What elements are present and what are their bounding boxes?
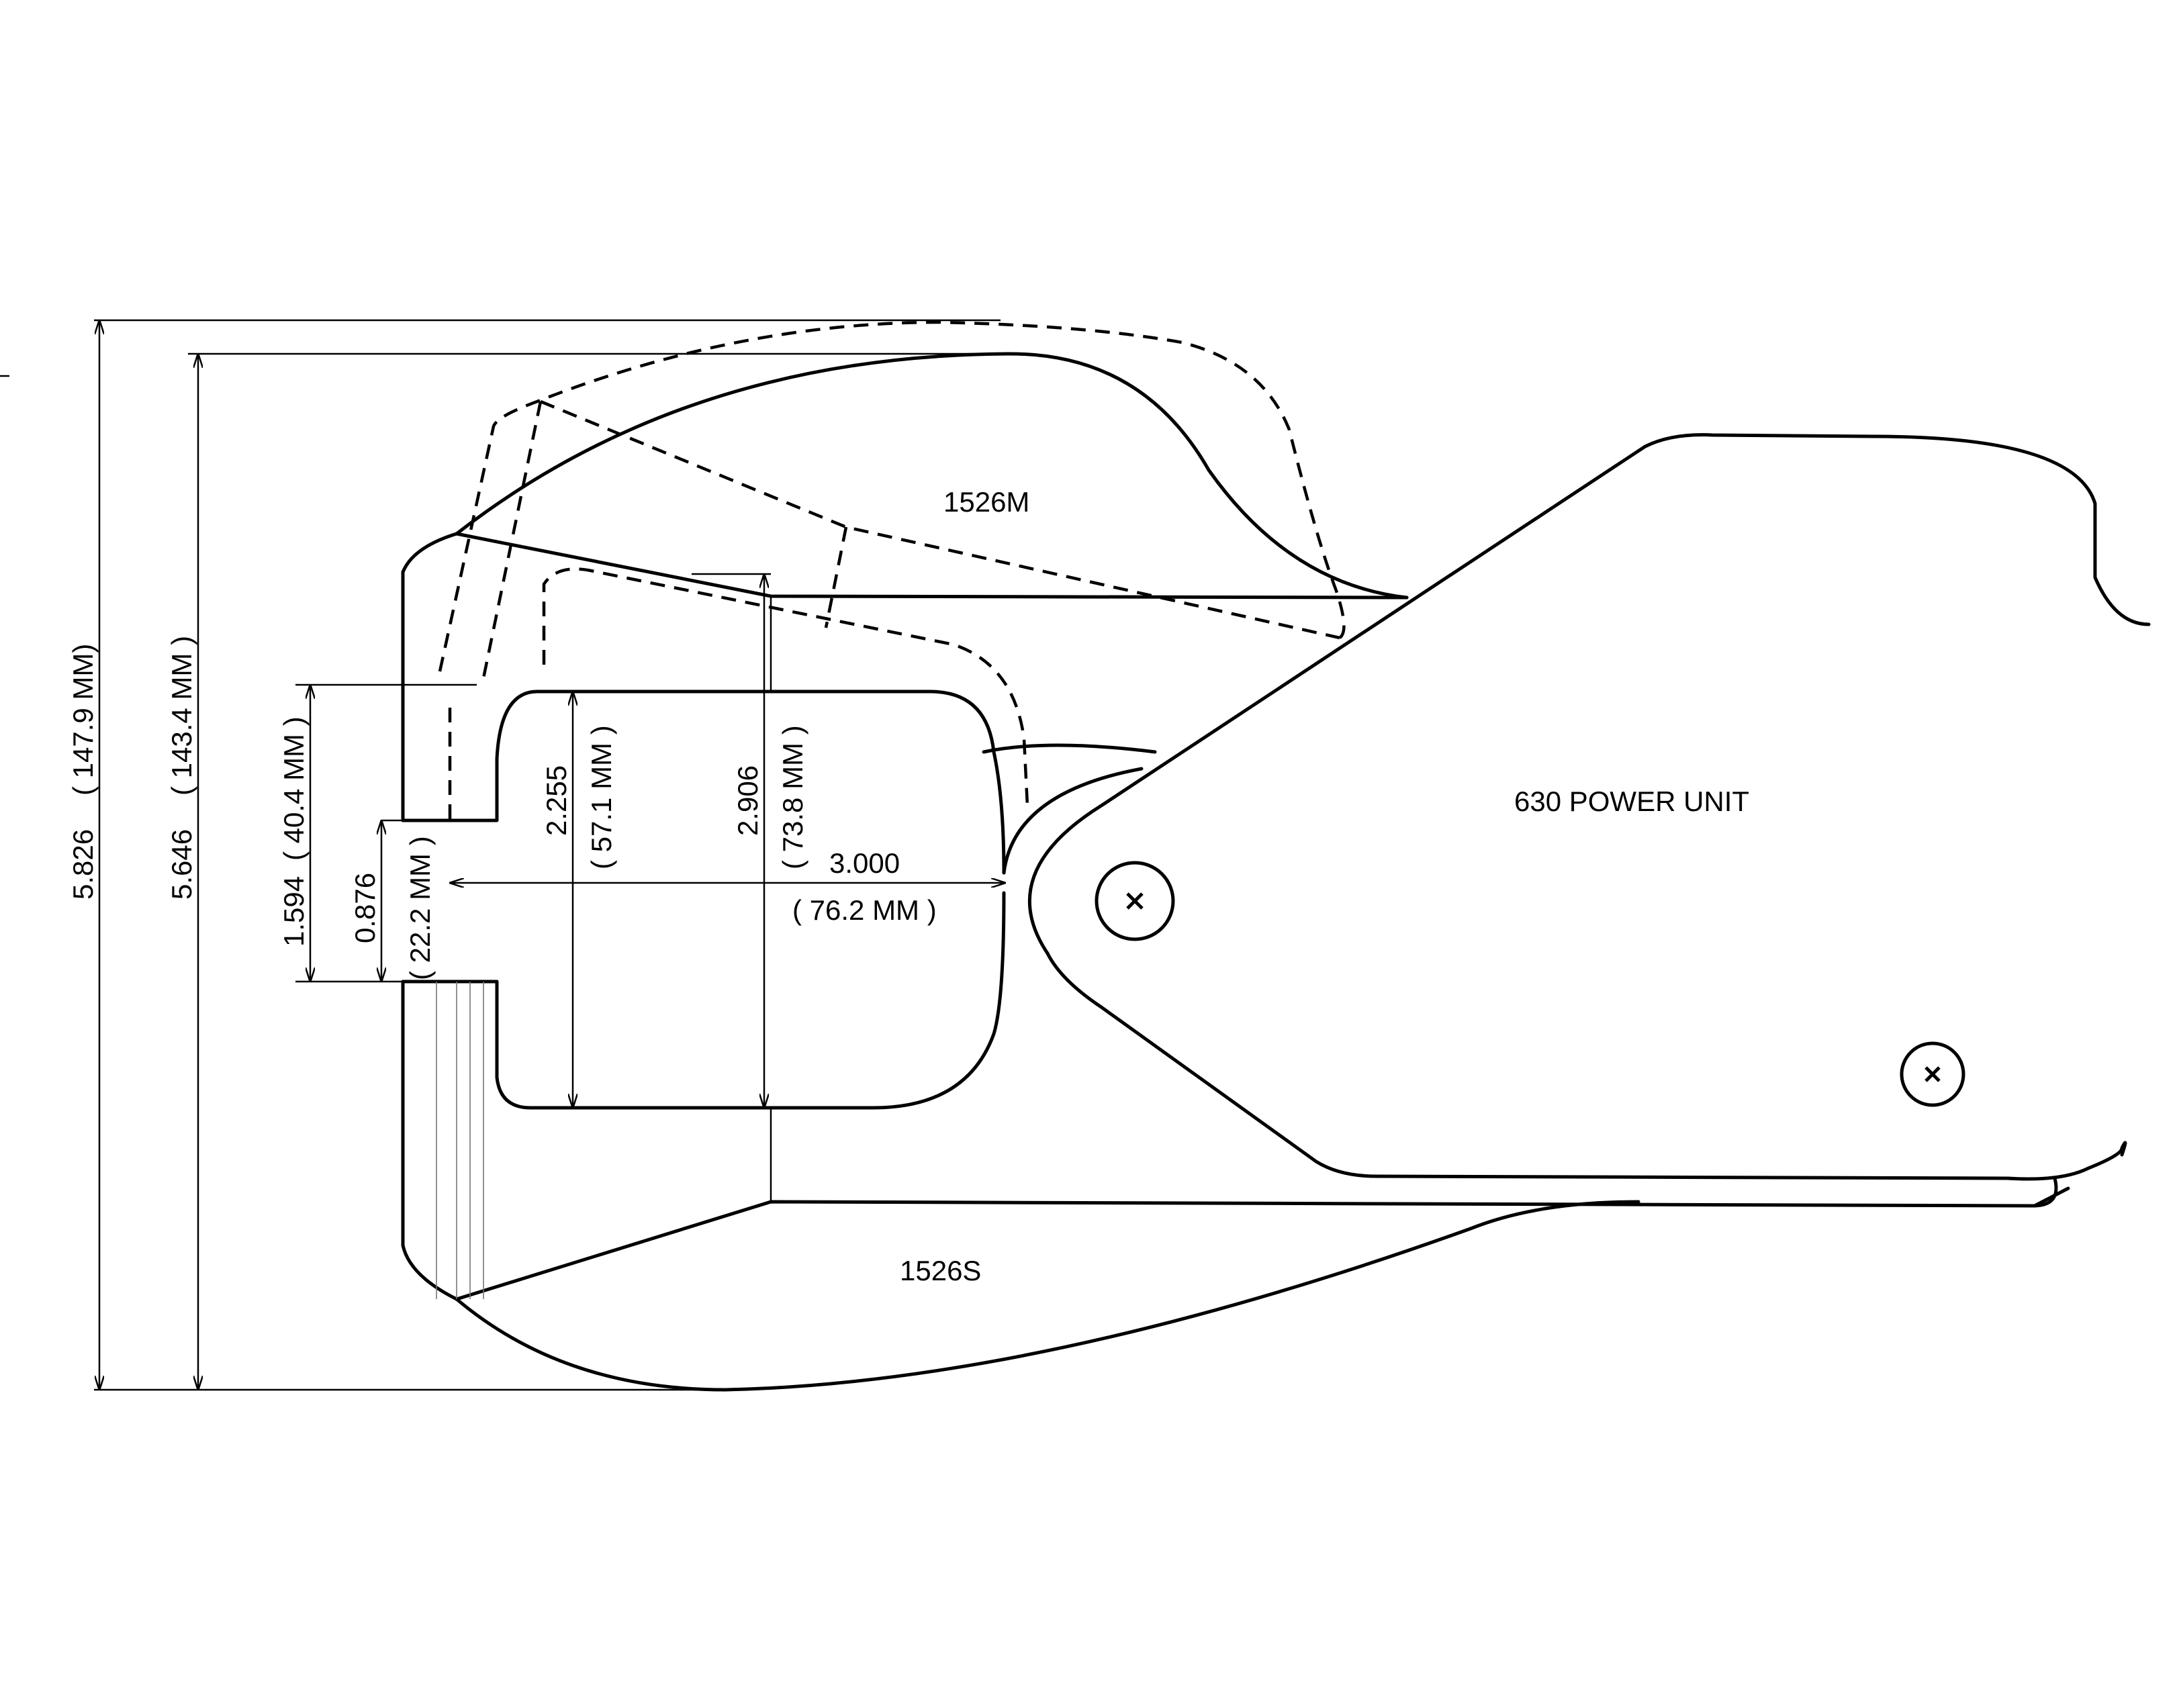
- opening-height-mm: ( 40.4 MM ): [278, 716, 310, 861]
- throat-outer-mm: ( 73.8 MM ): [777, 725, 808, 869]
- power-unit-body: [1027, 433, 2151, 1208]
- screw-head-icon: [1095, 861, 1175, 941]
- dimension-lines: [99, 320, 1005, 1390]
- throat-inner-value: 2.255: [541, 765, 572, 836]
- lower-jaw-label: 1526S: [900, 1255, 981, 1286]
- throat-inner-mm: ( 57.1 MM ): [586, 725, 617, 869]
- jaw-height-mm: ( 143.4 MM ): [166, 636, 197, 796]
- throat-depth-value: 3.000: [829, 847, 900, 879]
- throat-depth-mm: ( 76.2 MM ): [792, 894, 937, 926]
- upper-jaw-open-outline: [438, 320, 1346, 819]
- overall-height-value: 5.826: [67, 829, 99, 900]
- screw-head-icon: [1900, 1041, 1965, 1107]
- power-unit-label: 630 POWER UNIT: [1514, 786, 1749, 817]
- throat-pivot-arc-inner: [1002, 767, 1144, 875]
- throat-pivot-arc: [982, 743, 1157, 754]
- gap-mm: ( 22.2 MM ): [404, 836, 436, 980]
- throat-outer-value: 2.906: [732, 765, 763, 836]
- jaw-height-value: 5.646: [166, 829, 197, 900]
- upper-jaw-1526m: [401, 352, 1409, 875]
- overall-height-mm: ( 147.9 MM): [67, 644, 99, 796]
- lower-jaw-1526s: [401, 891, 2058, 1392]
- opening-height-value: 1.594: [278, 876, 310, 947]
- gap-value: 0.876: [349, 873, 381, 943]
- upper-jaw-label: 1526M: [943, 486, 1029, 518]
